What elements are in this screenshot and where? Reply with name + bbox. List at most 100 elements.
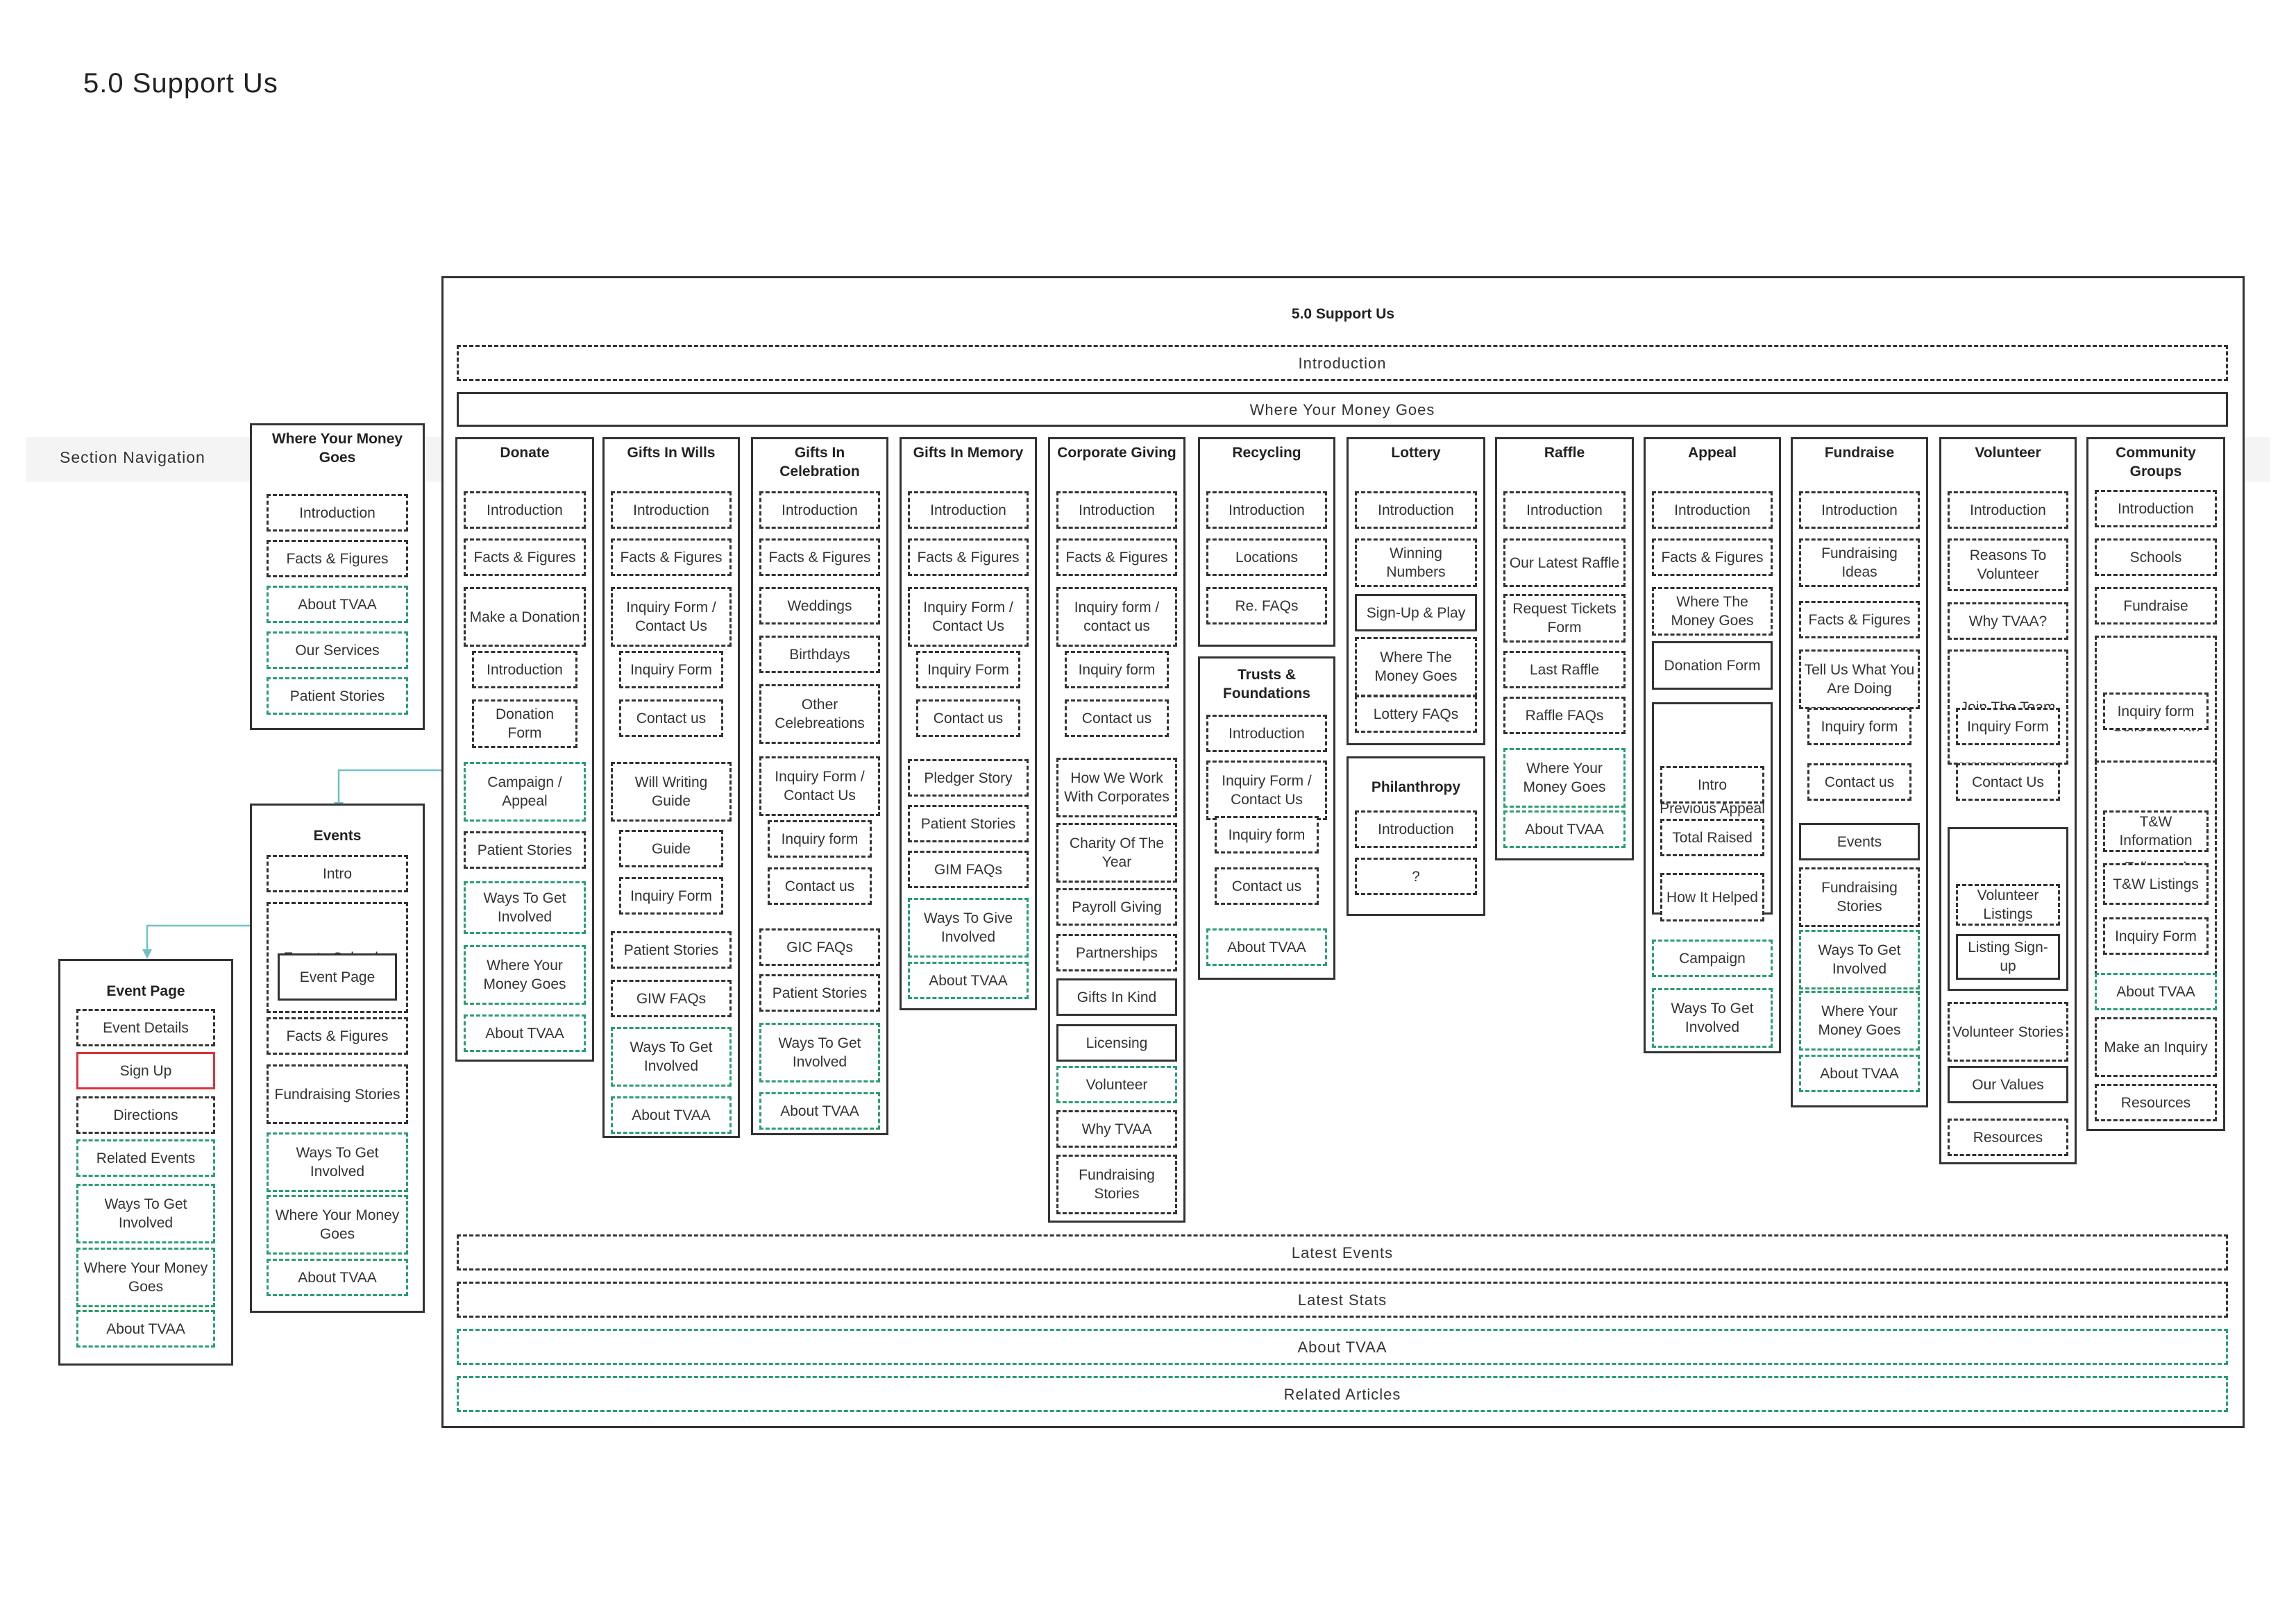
nav-item-about-tvaa[interactable]: About TVAA <box>1503 810 1626 848</box>
nav-item-sign-up-play[interactable]: Sign-Up & Play <box>1355 594 1477 631</box>
nav-item-[interactable]: ? <box>1355 858 1477 895</box>
nav-item-gifts-in-kind[interactable]: Gifts In Kind <box>1056 978 1177 1016</box>
nav-item-where-your-money-goes[interactable]: Where Your Money Goes <box>76 1248 215 1307</box>
nav-item-intro[interactable]: Intro <box>267 855 408 892</box>
nav-item-fundraising-ideas[interactable]: Fundraising Ideas <box>1799 538 1920 587</box>
nav-item-introduction[interactable]: Introduction <box>1652 491 1773 529</box>
nav-item-inquiry-form[interactable]: Inquiry form <box>1065 651 1169 688</box>
nav-item-where-the-money-goes[interactable]: Where The Money Goes <box>1355 637 1477 697</box>
nav-item-inquiry-form-contact-us[interactable]: Inquiry Form / Contact Us <box>908 587 1029 647</box>
about-tvaa-row[interactable]: About TVAA <box>457 1329 2228 1365</box>
nav-item-introduction[interactable]: Introduction <box>1206 491 1327 529</box>
related-articles-row[interactable]: Related Articles <box>457 1376 2228 1412</box>
nav-item-sign-up[interactable]: Sign Up <box>76 1052 215 1089</box>
nav-item-contact-us[interactable]: Contact us <box>1065 699 1169 737</box>
nav-item-our-values[interactable]: Our Values <box>1948 1066 2068 1103</box>
nav-item-volunteer-stories[interactable]: Volunteer Stories <box>1948 1002 2068 1062</box>
nav-item-patient-stories[interactable]: Patient Stories <box>267 677 408 715</box>
nav-item-about-tvaa[interactable]: About TVAA <box>267 1259 408 1296</box>
nav-item-ways-to-get-involved[interactable]: Ways To Get Involved <box>759 1023 880 1082</box>
nav-item-inquiry-form-contact-us[interactable]: Inquiry Form / Contact Us <box>1206 760 1327 820</box>
nav-item-ways-to-get-involved[interactable]: Ways To Get Involved <box>464 881 586 934</box>
main-where-money-row[interactable]: Where Your Money Goes <box>457 392 2228 427</box>
nav-item-fundraising-stories[interactable]: Fundraising Stories <box>1056 1155 1177 1214</box>
nav-item-related-events[interactable]: Related Events <box>76 1139 215 1177</box>
nav-item-about-tvaa[interactable]: About TVAA <box>1206 928 1327 966</box>
nav-item-introduction[interactable]: Introduction <box>1206 715 1327 752</box>
nav-item-inquiry-form[interactable]: Inquiry form <box>768 820 872 858</box>
nav-item-contact-us[interactable]: Contact us <box>1807 763 1911 801</box>
nav-item-ways-to-get-involved[interactable]: Ways To Get Involved <box>1652 988 1773 1048</box>
nav-item-about-tvaa[interactable]: About TVAA <box>76 1310 215 1348</box>
nav-item-introduction[interactable]: Introduction <box>611 491 732 529</box>
nav-item-schools[interactable]: Schools <box>2095 538 2217 576</box>
nav-item-fundraise[interactable]: Fundraise <box>2095 587 2217 624</box>
nav-item-re-faqs[interactable]: Re. FAQs <box>1206 587 1327 624</box>
nav-item-ways-to-get-involved[interactable]: Ways To Get Involved <box>267 1132 408 1192</box>
nav-item-introduction[interactable]: Introduction <box>759 491 880 529</box>
nav-item-introduction[interactable]: Introduction <box>464 491 586 529</box>
latest-events-row[interactable]: Latest Events <box>457 1234 2228 1271</box>
nav-item-resources[interactable]: Resources <box>1948 1119 2068 1156</box>
nav-item-inquiry-form[interactable]: Inquiry form <box>1215 816 1319 853</box>
nav-item-our-services[interactable]: Our Services <box>267 631 408 669</box>
nav-item-facts-figures[interactable]: Facts & Figures <box>1652 538 1773 576</box>
nav-item-contact-us[interactable]: Contact us <box>768 867 872 905</box>
nav-item-fundraising-stories[interactable]: Fundraising Stories <box>1799 867 1920 927</box>
nav-item-fundraising-stories[interactable]: Fundraising Stories <box>267 1064 408 1124</box>
nav-item-resources[interactable]: Resources <box>2095 1084 2217 1121</box>
nav-item-introduction[interactable]: Introduction <box>1355 810 1477 848</box>
nav-item-inquiry-form[interactable]: Inquiry Form <box>2103 917 2209 955</box>
nav-item-introduction[interactable]: Introduction <box>1503 491 1626 529</box>
nav-item-volunteer[interactable]: Volunteer <box>1056 1066 1177 1103</box>
nav-item-will-writing-guide[interactable]: Will Writing Guide <box>611 762 732 822</box>
nav-item-introduction[interactable]: Introduction <box>908 491 1029 529</box>
nav-item-licensing[interactable]: Licensing <box>1056 1024 1177 1062</box>
nav-item-introduction[interactable]: Introduction <box>2095 490 2217 527</box>
nav-item-directions[interactable]: Directions <box>76 1096 215 1134</box>
nav-item-other-celebreations[interactable]: Other Celebreations <box>759 684 880 744</box>
nav-item-how-it-helped[interactable]: How It Helped <box>1660 873 1764 921</box>
nav-item-contact-us[interactable]: Contact us <box>619 699 723 737</box>
nav-item-inquiry-form[interactable]: Inquiry Form <box>916 651 1020 688</box>
nav-item-make-an-inquiry[interactable]: Make an Inquiry <box>2095 1017 2217 1077</box>
nav-item-facts-figures[interactable]: Facts & Figures <box>267 540 408 577</box>
nav-item-birthdays[interactable]: Birthdays <box>759 636 880 673</box>
nav-item-patient-stories[interactable]: Patient Stories <box>908 805 1029 842</box>
nav-item-inquiry-form-contact-us[interactable]: Inquiry Form / Contact Us <box>759 756 880 816</box>
nav-item-how-we-work-with-corporates[interactable]: How We Work With Corporates <box>1056 758 1177 817</box>
nav-item-tell-us-what-you-are-doing[interactable]: Tell Us What You Are Doing <box>1799 649 1920 709</box>
nav-item-join-the-team[interactable]: Join The Team <box>1948 649 2068 765</box>
nav-item-partnerships[interactable]: Partnerships <box>1056 934 1177 971</box>
nav-item-ways-to-give-involved[interactable]: Ways To Give Involved <box>908 898 1029 958</box>
nav-item-campaign-appeal[interactable]: Campaign / Appeal <box>464 762 586 822</box>
nav-item-t-w-information[interactable]: T&W Information <box>2103 810 2209 852</box>
nav-item-intro[interactable]: Intro <box>1660 766 1764 804</box>
nav-item-last-raffle[interactable]: Last Raffle <box>1503 651 1626 688</box>
nav-item-volunteer-listings[interactable]: Volunteer Listings <box>1956 884 2060 926</box>
nav-item-raffle-faqs[interactable]: Raffle FAQs <box>1503 697 1626 734</box>
nav-item-weddings[interactable]: Weddings <box>759 587 880 624</box>
nav-item-why-tvaa[interactable]: Why TVAA <box>1056 1110 1177 1148</box>
nav-item-event-page[interactable]: Event Page <box>278 953 397 1001</box>
nav-item-make-a-donation[interactable]: Make a Donation <box>464 587 586 647</box>
nav-item-winning-numbers[interactable]: Winning Numbers <box>1355 538 1477 587</box>
nav-item-gic-faqs[interactable]: GIC FAQs <box>759 928 880 966</box>
nav-item-facts-figures[interactable]: Facts & Figures <box>1056 538 1177 576</box>
nav-item-reasons-to-volunteer[interactable]: Reasons To Volunteer <box>1948 538 2068 591</box>
nav-item-where-your-money-goes[interactable]: Where Your Money Goes <box>464 945 586 1005</box>
nav-item-facts-figures[interactable]: Facts & Figures <box>267 1017 408 1055</box>
nav-item-about-tvaa[interactable]: About TVAA <box>759 1092 880 1130</box>
nav-item-ways-to-get-involved[interactable]: Ways To Get Involved <box>76 1184 215 1243</box>
nav-item-donation-form[interactable]: Donation Form <box>472 699 577 748</box>
nav-item-patient-stories[interactable]: Patient Stories <box>759 974 880 1012</box>
nav-item-where-your-money-goes[interactable]: Where Your Money Goes <box>267 1195 408 1255</box>
main-intro-row[interactable]: Introduction <box>457 345 2228 381</box>
nav-item-ways-to-get-involved[interactable]: Ways To Get Involved <box>611 1027 732 1087</box>
nav-item-facts-figures[interactable]: Facts & Figures <box>611 538 732 576</box>
nav-item-introduction[interactable]: Introduction <box>472 651 577 688</box>
nav-item-introduction[interactable]: Introduction <box>1948 491 2068 529</box>
nav-item-contact-us[interactable]: Contact us <box>1215 867 1319 905</box>
nav-item-ways-to-get-involved[interactable]: Ways To Get Involved <box>1799 930 1920 989</box>
nav-item-inquiry-form[interactable]: Inquiry Form <box>619 877 723 915</box>
